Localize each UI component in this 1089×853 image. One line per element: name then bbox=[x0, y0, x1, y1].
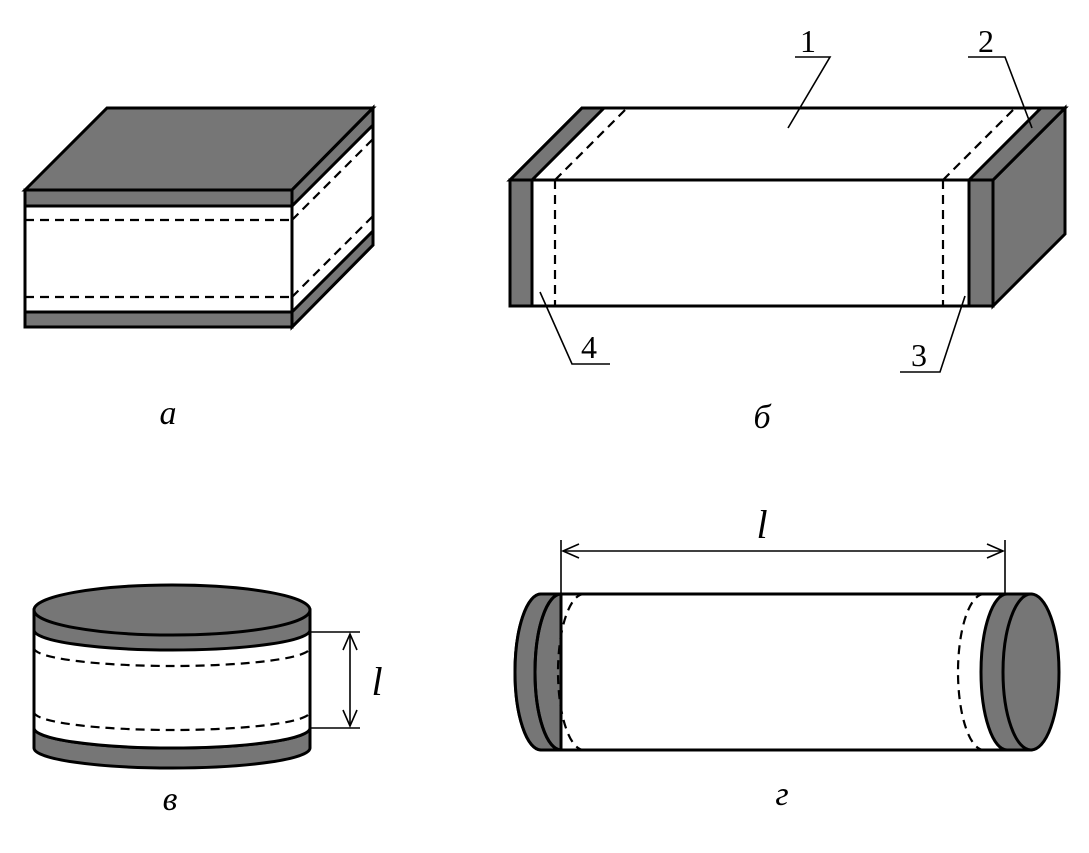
figure-g-right-end-face bbox=[1001, 592, 1061, 752]
figure-a-front-bottom-electrode bbox=[23, 310, 294, 329]
figure-v-dim-arrow-top bbox=[342, 632, 358, 651]
figure-a-right-bottom-electrode bbox=[290, 227, 375, 331]
callout-4: 4 bbox=[581, 329, 597, 365]
callout-2: 2 bbox=[978, 23, 994, 59]
figure-b-top-right-electrode bbox=[965, 106, 1069, 182]
figure-a-right-top-electrode bbox=[290, 104, 375, 210]
figure-a-dash-side-top bbox=[291, 138, 374, 221]
figure-b-front-face bbox=[508, 178, 995, 308]
caption-a: а bbox=[160, 395, 177, 432]
callout-3-leader bbox=[900, 295, 966, 373]
caption-g: г bbox=[775, 776, 788, 813]
figure-g-dim-arrow-left bbox=[561, 543, 580, 559]
callout-4-leader bbox=[539, 291, 610, 365]
figure-a-front-top-electrode bbox=[23, 188, 294, 208]
figure-v-dim-arrow-bottom bbox=[342, 709, 358, 728]
figure-v-dash-bottom bbox=[32, 711, 312, 732]
figure-b-dash-right-top bbox=[942, 107, 1016, 181]
figure-a-dash-side-bottom bbox=[291, 215, 374, 298]
figure-b-front-right-electrode bbox=[967, 178, 995, 308]
figure-v-disc bbox=[32, 583, 360, 770]
figure-v-top-ellipse bbox=[32, 583, 312, 637]
dimension-label-g: l bbox=[756, 502, 767, 547]
dimension-label-v: l bbox=[371, 659, 382, 704]
callout-3: 3 bbox=[911, 337, 927, 373]
figure-g-dash-left bbox=[556, 592, 585, 752]
figure-g-cylinder bbox=[513, 540, 1061, 752]
figure-b-chip bbox=[506, 56, 1069, 373]
figure-v-dash-top bbox=[32, 647, 312, 668]
figure-b-dash-left-top bbox=[554, 107, 628, 181]
caption-b: б bbox=[753, 399, 772, 436]
figure-a-box bbox=[21, 104, 377, 331]
figure-b-front-left-electrode bbox=[508, 178, 534, 308]
figure-a-front-body bbox=[23, 188, 294, 329]
callout-2-leader bbox=[968, 56, 1033, 129]
caption-v: в bbox=[163, 781, 178, 818]
callout-1-leader bbox=[787, 56, 832, 129]
figure-v-body bbox=[32, 628, 312, 750]
figure-g-dim-arrow-right bbox=[986, 543, 1005, 559]
figure-g-dash-right bbox=[956, 592, 985, 752]
figure-g-body bbox=[559, 592, 1009, 752]
figure-g-left-curve bbox=[533, 592, 562, 752]
callout-1: 1 bbox=[800, 23, 816, 59]
